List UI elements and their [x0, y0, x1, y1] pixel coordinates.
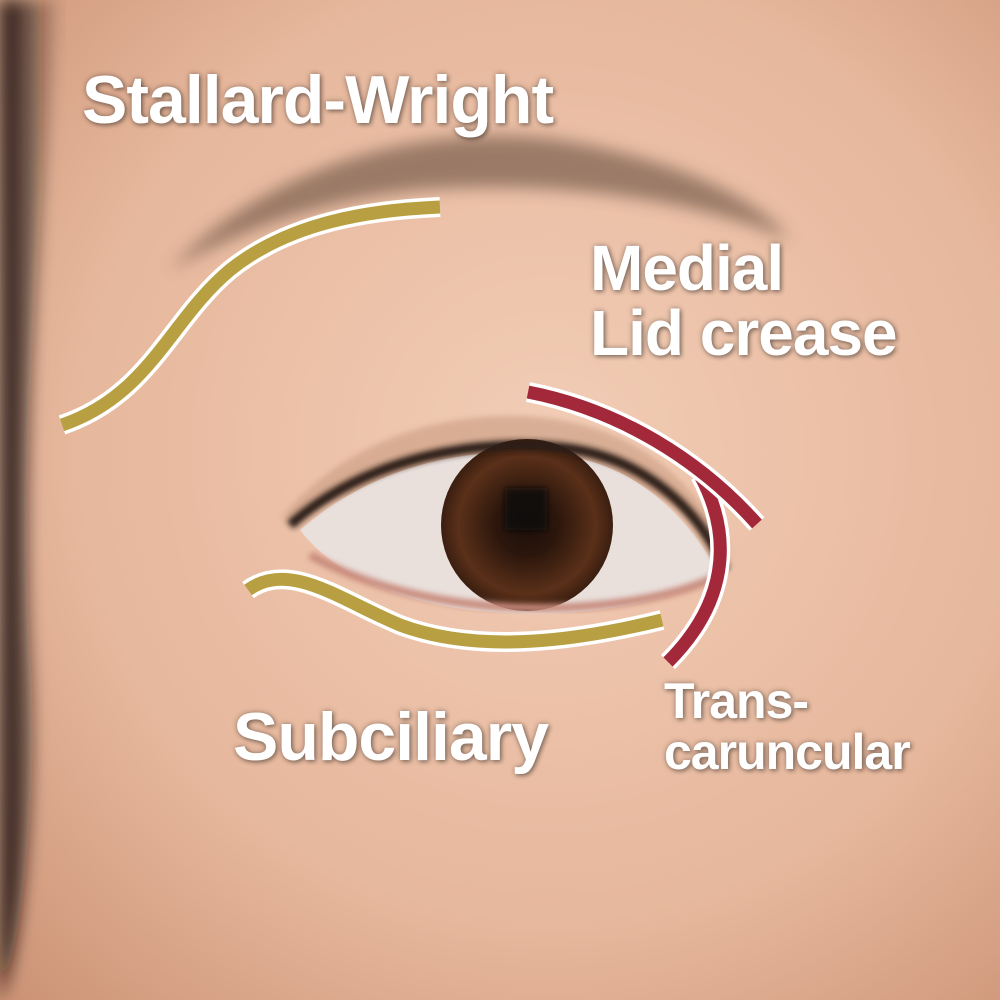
eyebrow — [170, 135, 790, 270]
label-transcaruncular: Trans- caruncular — [664, 673, 911, 780]
label-trans-line2: caruncular — [664, 724, 911, 780]
hair — [0, 0, 60, 1000]
label-medial-lid-crease: Medial Lid crease — [590, 232, 898, 370]
label-subciliary: Subciliary — [233, 699, 549, 775]
lower-lid — [308, 551, 722, 612]
label-trans-line1: Trans- — [664, 673, 809, 729]
label-medial-line1: Medial — [590, 232, 784, 304]
label-stallard-wright: Stallard-Wright — [82, 62, 554, 138]
label-medial-line2: Lid crease — [590, 297, 898, 370]
upper-lashes — [286, 440, 730, 572]
